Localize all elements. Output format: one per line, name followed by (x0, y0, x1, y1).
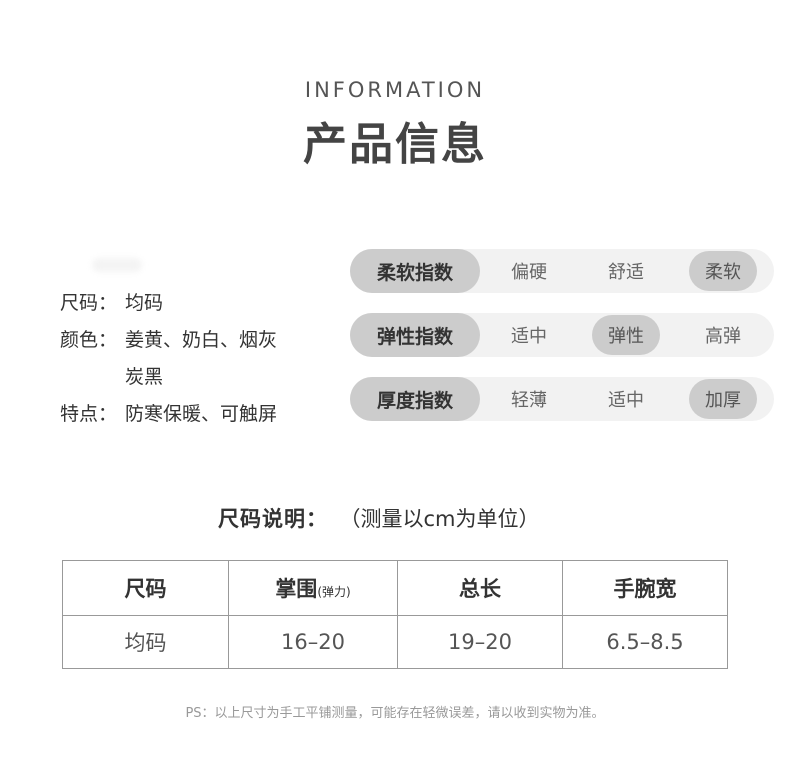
index-option: 轻薄 (511, 390, 547, 411)
spec-value: 均码 (125, 292, 164, 314)
column-sublabel: (弹力) (317, 585, 351, 599)
table-header-cell: 总长 (397, 560, 563, 616)
column-label: 掌围 (275, 577, 318, 601)
index-option: 舒适 (608, 262, 644, 283)
size-guide-heading: 尺码说明： （测量以cm为单位） (218, 503, 540, 533)
size-guide-title: 尺码说明： (218, 507, 328, 531)
size-table: 尺码 掌围(弹力) 总长 手腕宽 均码 16–20 19–20 6.5–8.5 (62, 560, 728, 669)
table-cell: 19–20 (397, 615, 563, 669)
softness-index: 柔软指数 偏硬 舒适 柔软 (350, 249, 774, 293)
watermark-blur (92, 258, 142, 272)
spec-label: 颜色： (60, 329, 118, 351)
index-option: 偏硬 (511, 262, 547, 283)
spec-size: 尺码： 均码 (60, 285, 277, 322)
spec-color: 颜色： 姜黄、奶白、烟灰 (60, 322, 277, 359)
column-label: 总长 (459, 577, 501, 601)
spec-value: 姜黄、奶白、烟灰 (125, 329, 278, 351)
column-label: 尺码 (124, 577, 167, 601)
index-option: 适中 (608, 390, 644, 411)
thickness-index: 厚度指数 轻薄 适中 加厚 (350, 377, 774, 421)
index-option: 适中 (511, 326, 547, 347)
table-header-cell: 手腕宽 (562, 560, 728, 616)
spec-value-continued: 炭黑 (125, 366, 164, 388)
table-row: 均码 16–20 19–20 6.5–8.5 (62, 615, 728, 669)
table-header-row: 尺码 掌围(弹力) 总长 手腕宽 (62, 560, 728, 616)
index-option-selected: 柔软 (689, 251, 757, 291)
index-title: 厚度指数 (350, 377, 480, 421)
index-option-selected: 弹性 (592, 315, 660, 355)
table-cell: 6.5–8.5 (562, 615, 728, 669)
index-title: 柔软指数 (350, 249, 480, 293)
spec-feature: 特点： 防寒保暖、可触屏 (60, 396, 277, 433)
size-guide-unit-note: （测量以cm为单位） (350, 507, 540, 531)
footer-note: PS：以上尺寸为手工平铺测量，可能存在轻微误差，请以收到实物为准。 (185, 706, 605, 721)
table-header-cell: 尺码 (62, 560, 229, 616)
index-option-selected: 加厚 (689, 379, 757, 419)
index-option: 高弹 (705, 326, 741, 347)
section-title-cn: 产品信息 (303, 119, 487, 170)
spec-label: 尺码： (60, 292, 118, 314)
table-header-cell: 掌围(弹力) (228, 560, 398, 616)
column-label: 手腕宽 (613, 577, 677, 601)
index-title: 弹性指数 (350, 313, 480, 357)
spec-value: 防寒保暖、可触屏 (125, 403, 278, 425)
table-cell: 16–20 (228, 615, 398, 669)
spec-label: 特点： (60, 403, 118, 425)
elasticity-index: 弹性指数 适中 弹性 高弹 (350, 313, 774, 357)
table-cell: 均码 (62, 615, 229, 669)
spec-list: 尺码： 均码 颜色： 姜黄、奶白、烟灰 炭黑 特点： 防寒保暖、可触屏 (60, 285, 277, 433)
section-title-en: INFORMATION (304, 78, 486, 102)
